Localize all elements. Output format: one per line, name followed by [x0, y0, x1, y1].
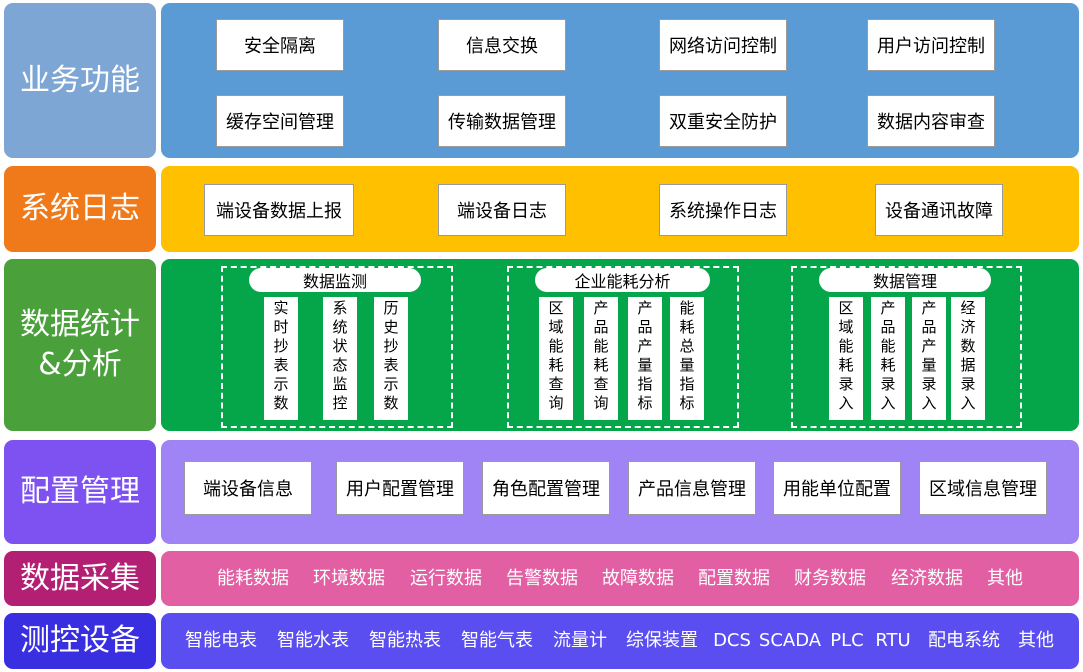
devices-item: RTU: [875, 630, 911, 651]
config-item: 产品信息管理: [628, 461, 756, 515]
collect-item: 能耗数据: [217, 568, 289, 589]
group-title: 数据监测: [249, 268, 421, 292]
devices-item: 流量计: [553, 630, 607, 651]
syslog-item: 端设备数据上报: [204, 184, 354, 236]
stats-layer-label: 数据统计 &分析: [4, 259, 156, 431]
collect-item: 运行数据: [410, 568, 482, 589]
config-item: 端设备信息: [184, 461, 312, 515]
config-item: 用能单位配置: [773, 461, 901, 515]
business-item: 网络访问控制: [659, 19, 787, 71]
devices-item: 智能热表: [369, 630, 441, 651]
business-layer-label: 业务功能: [4, 3, 156, 158]
devices-item: 智能气表: [461, 630, 533, 651]
devices-item: DCS: [713, 630, 751, 651]
stats-item: 能耗总量指标: [670, 297, 704, 420]
stats-item: 系统状态监控: [323, 297, 357, 420]
syslog-item: 系统操作日志: [659, 184, 787, 236]
collect-item: 环境数据: [313, 568, 385, 589]
collect-item: 故障数据: [602, 568, 674, 589]
energy-analysis-group: [507, 266, 739, 428]
stats-item: 产品产量指标: [628, 297, 662, 420]
collect-item: 告警数据: [506, 568, 578, 589]
data-management-group: [791, 266, 1022, 428]
collect-item: 经济数据: [891, 568, 963, 589]
collect-layer-label: 数据采集: [4, 551, 156, 606]
business-item: 缓存空间管理: [216, 95, 344, 147]
business-item: 传输数据管理: [438, 95, 566, 147]
business-item: 信息交换: [438, 19, 566, 71]
group-title: 企业能耗分析: [535, 268, 710, 292]
collect-item: 其他: [987, 568, 1023, 589]
monitoring-group: [221, 266, 453, 428]
config-item: 区域信息管理: [919, 461, 1047, 515]
stats-item: 区域能耗查询: [539, 297, 573, 420]
stats-item: 产品能耗查询: [584, 297, 618, 420]
devices-item: 智能电表: [185, 630, 257, 651]
config-layer-label: 配置管理: [4, 440, 156, 544]
stats-item: 经济数据录入: [951, 297, 985, 420]
stats-item: 实时抄表示数: [264, 297, 298, 420]
stats-item: 区域能耗录入: [829, 297, 863, 420]
config-item: 角色配置管理: [482, 461, 610, 515]
stats-item: 历史抄表示数: [374, 297, 408, 420]
stats-item: 产品能耗录入: [871, 297, 905, 420]
devices-layer-label: 测控设备: [4, 613, 156, 669]
devices-item: 其他: [1018, 630, 1054, 651]
collect-item: 配置数据: [698, 568, 770, 589]
collect-item: 财务数据: [794, 568, 866, 589]
config-item: 用户配置管理: [336, 461, 464, 515]
syslog-item: 设备通讯故障: [875, 184, 1003, 236]
devices-item: 配电系统: [928, 630, 1000, 651]
devices-layer-panel: [161, 613, 1079, 669]
business-item: 数据内容审查: [867, 95, 995, 147]
business-item: 双重安全防护: [659, 95, 787, 147]
devices-item: 综保装置: [626, 630, 698, 651]
business-item: 安全隔离: [216, 19, 344, 71]
collect-layer-panel: [161, 551, 1079, 606]
stats-item: 产品产量录入: [912, 297, 946, 420]
group-title: 数据管理: [819, 268, 991, 292]
devices-item: 智能水表: [277, 630, 349, 651]
syslog-item: 端设备日志: [438, 184, 566, 236]
devices-item: SCADA: [758, 630, 822, 651]
business-item: 用户访问控制: [867, 19, 995, 71]
devices-item: PLC: [830, 630, 864, 651]
syslog-layer-label: 系统日志: [4, 166, 156, 252]
